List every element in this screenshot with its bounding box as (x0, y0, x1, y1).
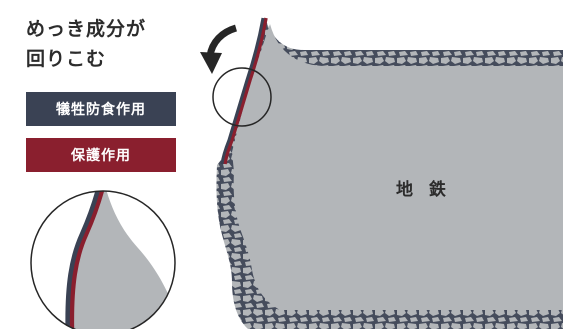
base-metal-label: 地 鉄 (396, 180, 451, 200)
sacrificial-protection-label: 犠牲防食作用 (26, 92, 176, 126)
zoomed-detail (31, 191, 175, 329)
protective-action-label: 保護作用 (26, 138, 176, 172)
magnifier-circle-icon (212, 67, 272, 127)
zoom-circle-outline (30, 190, 176, 329)
title-line-1: めっき成分が (26, 18, 147, 40)
curved-arrow-icon (200, 24, 238, 74)
title-line-2: 回りこむ (26, 48, 107, 70)
base-metal (232, 24, 563, 310)
protective-layer-edge (223, 17, 268, 165)
sacrificial-layer-edge (220, 17, 265, 165)
diagram-title: めっき成分が 回りこむ (26, 14, 146, 74)
